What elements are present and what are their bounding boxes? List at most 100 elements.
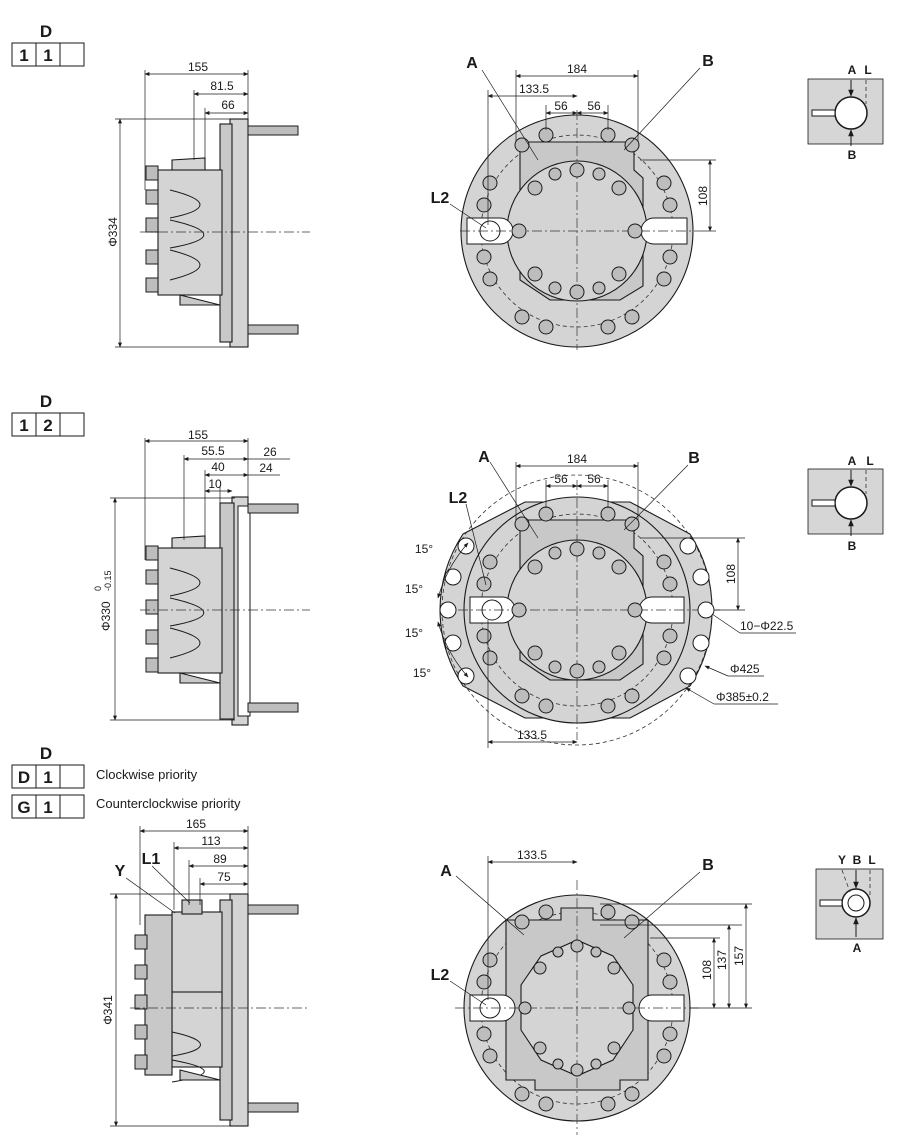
code-cell: 1 <box>43 46 52 65</box>
outer-bolt-ring <box>476 506 678 714</box>
code-cell: 1 <box>19 416 28 435</box>
dim-diameter: Φ330 <box>99 601 113 631</box>
dim-length: 81.5 <box>210 79 234 93</box>
angle-label: 15° <box>405 582 423 596</box>
dim-width: 56 <box>554 472 568 486</box>
stud-bolt <box>247 324 299 335</box>
dim-length: 155 <box>188 60 208 74</box>
dim-diameter-tol-upper: 0 <box>93 586 103 591</box>
stud-bolt <box>247 904 299 915</box>
code-cell: 1 <box>43 798 52 817</box>
code-header: D <box>40 744 52 763</box>
dim-width: 184 <box>567 452 587 466</box>
symbol-label: A <box>853 941 862 955</box>
motor-housing <box>171 991 223 1068</box>
code-cell: 1 <box>43 768 52 787</box>
port-label-b: B <box>702 857 714 874</box>
symbol-label: L <box>864 63 871 77</box>
stud-bolt <box>247 125 299 136</box>
symbol-label: B <box>848 148 857 162</box>
hydraulic-symbol: A L B <box>807 63 884 162</box>
dim-diameter-tol-lower: -0.15 <box>103 570 113 591</box>
angle-label: 15° <box>413 666 431 680</box>
side-view: 155 55.5 26 40 24 10 Φ330 0 -0.15 <box>93 428 310 726</box>
dim-length: 24 <box>259 461 273 475</box>
callout-holes: 10−Φ22.5 <box>740 619 794 633</box>
motor-housing <box>157 169 223 296</box>
mounting-flange <box>229 118 249 348</box>
port-label-l2: L2 <box>431 967 450 984</box>
dim-width: 133.5 <box>517 848 547 862</box>
dim-width: 133.5 <box>517 728 547 742</box>
dim-height: 108 <box>724 564 738 584</box>
symbol-label: A <box>848 454 857 468</box>
dim-width: 56 <box>587 99 601 113</box>
port-label-b: B <box>688 450 700 467</box>
symbol-label: B <box>853 853 862 867</box>
code-header: D <box>40 22 52 41</box>
hydraulic-symbol: Y B L A <box>815 853 884 955</box>
symbol-label: Y <box>838 853 846 867</box>
dim-height: 157 <box>732 946 746 966</box>
port-label-y: Y <box>115 863 126 880</box>
port-label-b: B <box>702 53 714 70</box>
code-cell: G <box>17 798 30 817</box>
dim-length: 89 <box>213 852 227 866</box>
dim-height: 108 <box>700 960 714 980</box>
dim-width: 184 <box>567 62 587 76</box>
valve-block <box>171 911 223 1003</box>
stud-bolt <box>247 503 299 514</box>
port-label-l2: L2 <box>431 190 450 207</box>
motor-housing <box>157 547 223 674</box>
dim-height: 108 <box>696 186 710 206</box>
code-cell: D <box>18 768 30 787</box>
dim-length: 66 <box>221 98 235 112</box>
angle-label: 15° <box>405 626 423 640</box>
angle-label: 15° <box>415 542 433 556</box>
option-note: Counterclockwise priority <box>96 796 241 811</box>
code-table <box>11 794 85 819</box>
dim-diameter: Φ341 <box>101 995 115 1025</box>
front-view: 184 133.5 56 56 108 A B L2 <box>431 53 716 350</box>
side-view: 165 113 89 75 Φ341 Y L1 <box>101 817 310 1127</box>
symbol-label: A <box>848 63 857 77</box>
dim-diameter: Φ334 <box>106 217 120 247</box>
port-label-a: A <box>466 55 478 72</box>
symbol-label: L <box>866 454 873 468</box>
code-table <box>11 42 85 67</box>
dim-length: 10 <box>208 477 222 491</box>
inner-bolt-ring <box>511 541 643 679</box>
port-label-a: A <box>478 449 490 466</box>
side-view: 155 81.5 66 Φ334 <box>106 60 310 348</box>
outer-bolt-ring <box>476 904 678 1112</box>
section-3: D D 1 Clockwise priority G 1 Countercloc… <box>11 744 884 1135</box>
callout-flange-diameter: Φ425 <box>730 662 760 676</box>
port-label-l1: L1 <box>142 851 161 868</box>
port-label-l2: L2 <box>449 490 468 507</box>
stud-bolt <box>247 1102 299 1113</box>
dim-length: 75 <box>217 870 231 884</box>
dim-length: 26 <box>263 445 277 459</box>
dim-height: 137 <box>715 950 729 970</box>
front-view: 184 56 56 108 133.5 15° 15° 15° 15° 10−Φ… <box>405 449 796 748</box>
port-label-a: A <box>440 863 452 880</box>
dim-width: 56 <box>554 99 568 113</box>
symbol-label: B <box>848 539 857 553</box>
dim-length: 55.5 <box>201 444 225 458</box>
dim-length: 155 <box>188 428 208 442</box>
dim-width: 133.5 <box>519 82 549 96</box>
code-cell: 2 <box>43 416 52 435</box>
dim-length: 40 <box>211 460 225 474</box>
dim-length: 165 <box>186 817 206 831</box>
section-2: D 1 2 155 55 <box>11 392 884 748</box>
code-cell: 1 <box>19 46 28 65</box>
callout-pitch-diameter: Φ385±0.2 <box>716 690 769 704</box>
code-table <box>11 764 85 789</box>
inner-bolt-ring <box>518 939 636 1077</box>
outer-bolt-ring <box>476 127 678 335</box>
inner-bolt-ring <box>511 162 643 300</box>
hydraulic-symbol: A L B <box>807 454 884 553</box>
option-note: Clockwise priority <box>96 767 198 782</box>
code-header: D <box>40 392 52 411</box>
